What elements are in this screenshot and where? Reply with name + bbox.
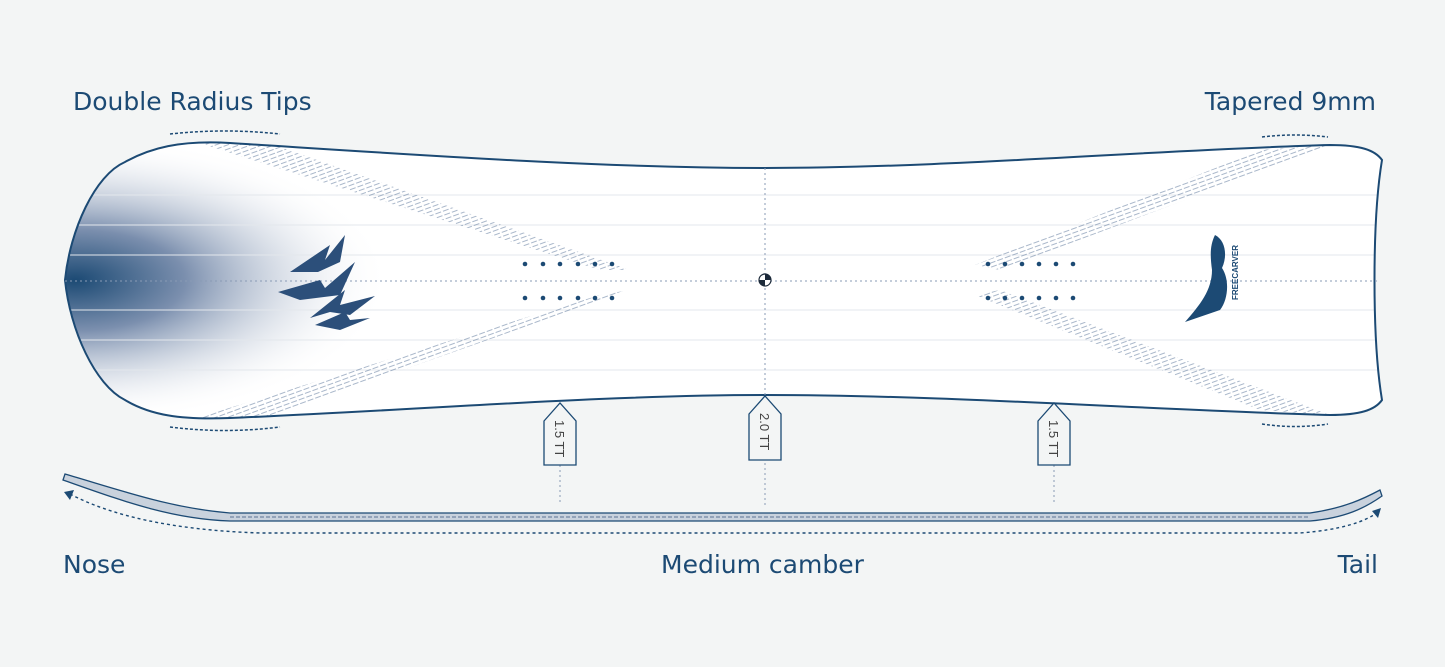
insert-holes — [522, 261, 1076, 301]
tail-profile-label: Tapered 9mm — [1204, 87, 1376, 116]
tag-label: 2.0 TT — [757, 413, 772, 450]
hatch-band — [190, 142, 630, 270]
nose-profile-label: Double Radius Tips — [73, 87, 312, 116]
svg-text:FREECARVER: FREECARVER — [1231, 245, 1240, 300]
tag-label: 1.5 TT — [552, 420, 567, 457]
board-side-profile — [62, 473, 1383, 534]
brand-logo-icon — [278, 235, 375, 330]
tag-label: 1.5 TT — [1046, 420, 1061, 457]
camber-label: Medium camber — [661, 550, 864, 579]
nose-label: Nose — [63, 550, 126, 579]
flex-tag-right: 1.5 TT — [1037, 402, 1071, 466]
flex-tag-left: 1.5 TT — [543, 402, 577, 466]
board-top-view: FREECARVER — [63, 141, 1384, 505]
flex-tag-center: 2.0 TT — [748, 395, 782, 461]
tail-label: Tail — [1337, 550, 1378, 579]
center-marker-icon — [758, 273, 772, 287]
freecarver-logo-icon: FREECARVER — [1185, 235, 1240, 322]
